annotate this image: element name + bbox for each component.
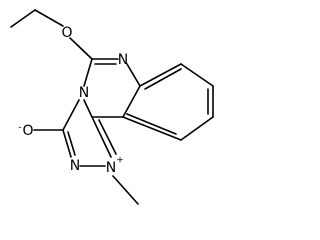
atom-label: N [118, 52, 128, 68]
bond-n-bridge-c5 [83, 58, 93, 87]
bond-c3-n2 [62, 129, 72, 158]
bond-n1-c-fused-double [98, 119, 117, 155]
bond-c3-n2-double [67, 131, 76, 156]
negative-charge-symbol: - [18, 123, 21, 133]
atom-label: N [106, 160, 116, 176]
atom-ether-oxygen: O [61, 25, 72, 41]
bond-c6-c5b [180, 116, 214, 141]
bond-c5b-c4a-double [126, 113, 177, 135]
bond-n1-methyl [112, 175, 139, 205]
atom-triazole-nitrogen-2: N [70, 158, 80, 174]
atom-label: O [61, 25, 72, 41]
bond-ethyl-ch3-ch2 [10, 9, 36, 28]
bond-c8a-c4a [122, 85, 141, 118]
atom-oxide-oxygen: O - [18, 123, 33, 140]
positive-charge-symbol: + [116, 156, 124, 166]
molecule-structure-diagram: O N N O - N N + [10, 9, 214, 205]
atom-label: N [70, 158, 80, 174]
bond-n1-c-fused [91, 116, 112, 158]
atom-triazole-nitrogen-1-cation: N + [106, 156, 124, 177]
bond-ethyl-ch2-o [34, 9, 64, 27]
atom-label: N [79, 85, 89, 101]
bond-n-bridge-c3 [62, 99, 80, 131]
atom-bridgehead-nitrogen: N [79, 85, 89, 101]
atom-ring-nitrogen-top: N [118, 52, 128, 68]
atom-label: O [22, 123, 33, 139]
bond-n-top-c8a [126, 63, 141, 87]
bond-o-c5 [69, 37, 93, 60]
bond-c8a-c8-double [144, 68, 182, 90]
bond-c-fused-n-bridge [83, 99, 93, 118]
bond-c8a-c8 [139, 63, 182, 87]
bond-c5b-c4a [122, 116, 182, 141]
bond-c8-c7 [180, 63, 214, 87]
